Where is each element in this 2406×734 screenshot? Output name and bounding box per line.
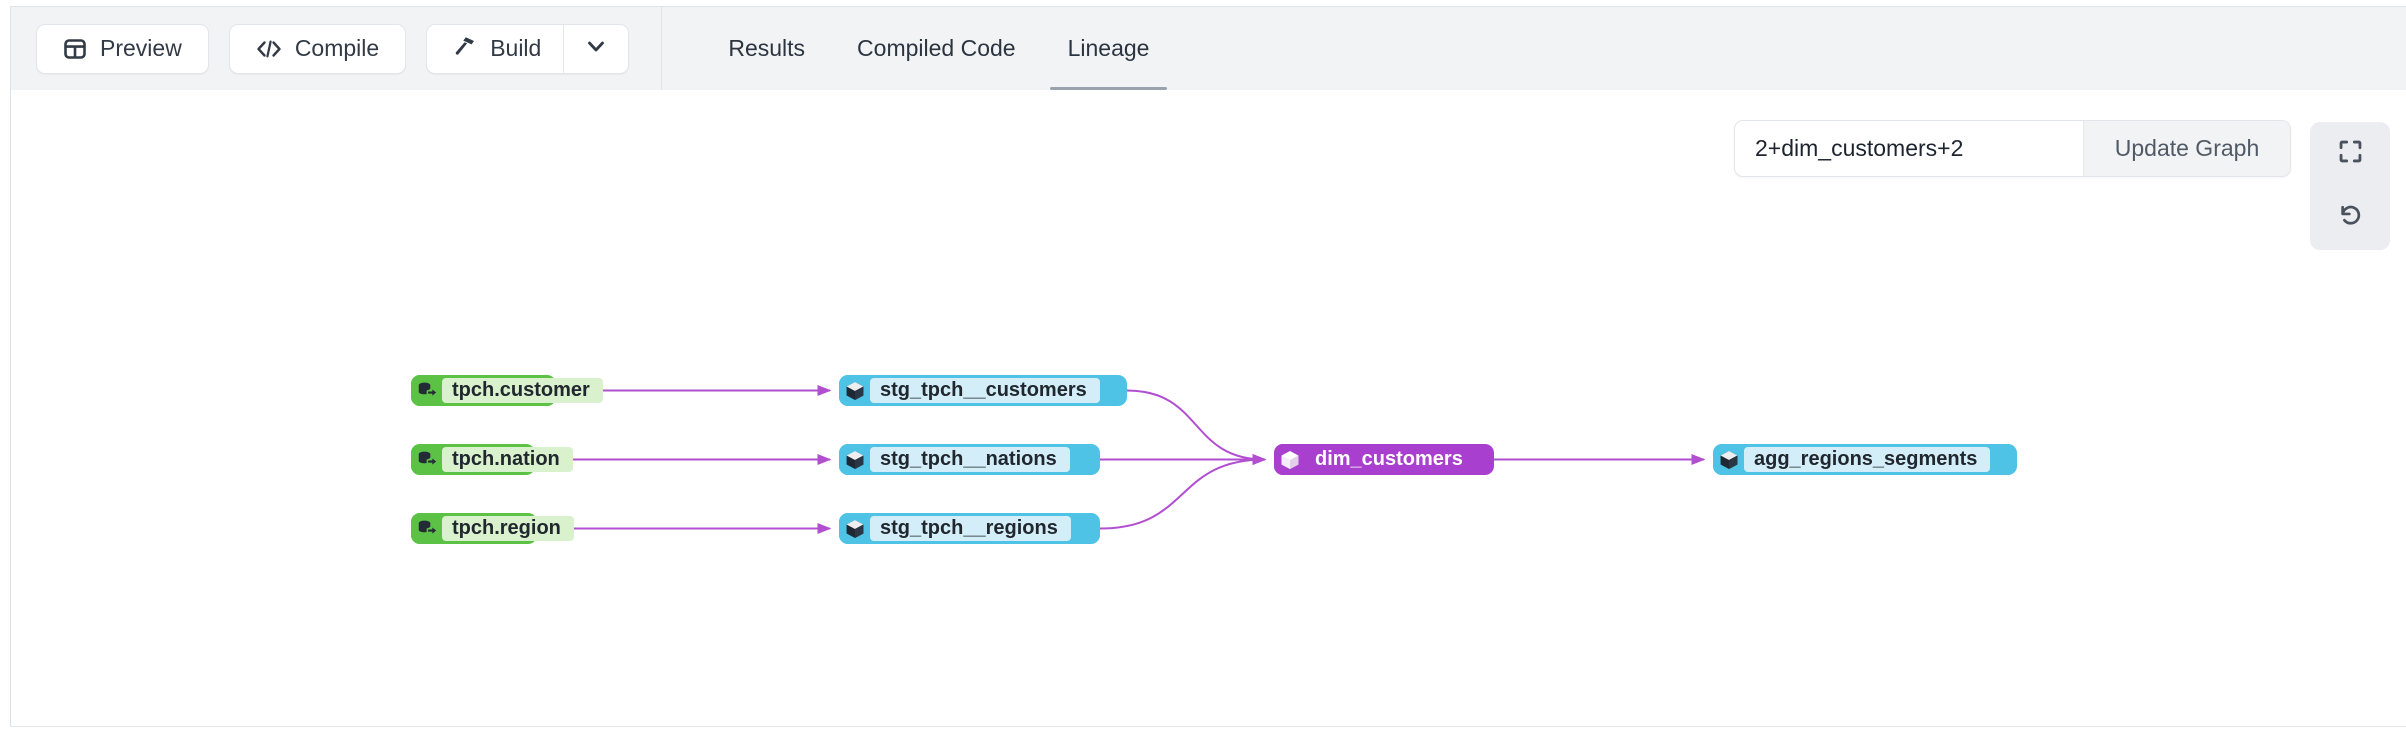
preview-button-label: Preview: [100, 35, 182, 61]
tab-lineage-label: Lineage: [1067, 35, 1150, 61]
tab-lineage[interactable]: Lineage: [1042, 7, 1176, 90]
build-button-label: Build: [490, 35, 542, 61]
cube-model-icon: [839, 375, 870, 406]
cube-model-icon: [1274, 444, 1305, 475]
lineage-node-tpch_region[interactable]: tpch.region: [411, 513, 574, 544]
lineage-edges: [535, 384, 1706, 535]
lineage-node-stg_tpch__nations[interactable]: stg_tpch__nations: [839, 444, 1100, 475]
code-brackets-icon: [256, 38, 282, 60]
lineage-canvas[interactable]: tpch.customer tpch.nation tpch.region stg_t…: [10, 90, 2406, 727]
lineage-node-stg_tpch__regions[interactable]: stg_tpch__regions: [839, 513, 1100, 544]
cube-model-icon: [839, 513, 870, 544]
lineage-node-label: tpch.customer: [442, 378, 603, 403]
fullscreen-icon: [2337, 138, 2364, 170]
lineage-edge: [1126, 389, 1267, 466]
database-source-icon: [411, 513, 442, 544]
cube-model-icon: [839, 444, 870, 475]
lineage-node-label: stg_tpch__nations: [870, 447, 1070, 472]
lineage-node-dim_customers[interactable]: dim_customers: [1274, 444, 1494, 475]
lineage-edge: [1099, 453, 1267, 530]
update-graph-label: Update Graph: [2114, 135, 2260, 161]
lineage-node-stg_tpch__customers[interactable]: stg_tpch__customers: [839, 375, 1127, 406]
graph-view-controls: [2310, 122, 2390, 250]
lineage-node-label: dim_customers: [1315, 448, 1463, 470]
toolbar-button-group: Preview Compile: [11, 7, 630, 90]
table-icon: [63, 37, 87, 61]
tab-compiled-code-label: Compiled Code: [857, 35, 1016, 61]
lineage-node-label: tpch.nation: [442, 447, 573, 472]
lineage-node-label: agg_regions_segments: [1744, 447, 1991, 472]
result-tabs: Results Compiled Code Lineage: [662, 7, 1175, 90]
lineage-node-label: tpch.region: [442, 516, 574, 541]
cube-model-icon: [1713, 444, 1744, 475]
database-source-icon: [411, 375, 442, 406]
hammer-icon: [453, 34, 477, 64]
lineage-node-tpch_customer[interactable]: tpch.customer: [411, 375, 603, 406]
compile-button[interactable]: Compile: [228, 23, 407, 74]
lineage-node-agg_regions_segments[interactable]: agg_regions_segments: [1713, 444, 2017, 475]
reset-view-button[interactable]: [2310, 186, 2390, 250]
tab-results[interactable]: Results: [702, 7, 831, 90]
graph-selector-input[interactable]: [1735, 121, 2083, 176]
preview-button[interactable]: Preview: [36, 23, 209, 74]
lineage-node-tpch_nation[interactable]: tpch.nation: [411, 444, 573, 475]
tab-results-label: Results: [728, 35, 806, 61]
compile-button-label: Compile: [294, 35, 380, 61]
database-source-icon: [411, 444, 442, 475]
reset-rotate-icon: [2337, 202, 2364, 234]
lineage-node-label: stg_tpch__regions: [870, 516, 1071, 541]
editor-toolbar: Preview Compile: [10, 6, 2406, 91]
lineage-node-label: stg_tpch__customers: [870, 378, 1100, 403]
update-graph-button[interactable]: Update Graph: [2083, 121, 2290, 176]
build-dropdown-button[interactable]: [563, 24, 628, 73]
fullscreen-button[interactable]: [2310, 122, 2390, 186]
build-button[interactable]: Build: [427, 25, 563, 73]
build-split-button: Build: [426, 23, 630, 74]
chevron-down-icon: [584, 34, 608, 64]
toolbar-divider: [661, 6, 663, 91]
tab-compiled-code[interactable]: Compiled Code: [831, 7, 1042, 90]
graph-selector-bar: Update Graph: [1734, 120, 2291, 177]
